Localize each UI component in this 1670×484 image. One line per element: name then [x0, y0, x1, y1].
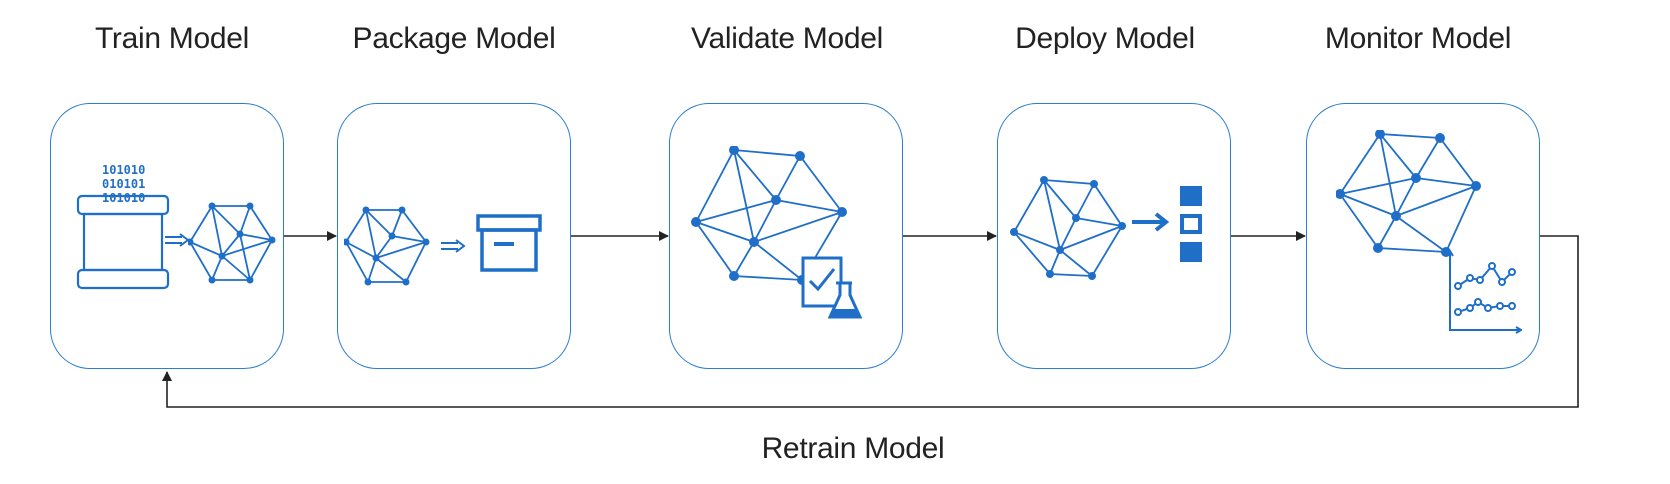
validation-flask-icon — [801, 256, 863, 319]
network-icon — [344, 206, 430, 286]
retrain-loop-arrow — [162, 235, 1579, 408]
stage-title-package: Package Model — [352, 22, 556, 55]
database-icon: 101010 010101 101010 — [76, 163, 170, 290]
retrain-label: Retrain Model — [761, 432, 945, 465]
deploy-arrow-icon — [1132, 212, 1170, 232]
binary-row-3: 101010 — [102, 191, 145, 205]
stage-title-deploy: Deploy Model — [1015, 22, 1195, 55]
network-icon — [1010, 176, 1126, 280]
binary-row-2: 010101 — [102, 177, 145, 191]
package-box-icon — [476, 214, 542, 272]
stage-title-validate: Validate Model — [690, 22, 884, 55]
network-icon — [1336, 130, 1481, 257]
stage-card-validate — [669, 103, 903, 369]
small-arrow-icon — [441, 239, 466, 253]
network-icon — [188, 202, 276, 284]
stage-card-deploy — [997, 103, 1231, 369]
binary-row-1: 101010 — [102, 163, 145, 177]
stage-title-monitor: Monitor Model — [1324, 22, 1512, 55]
monitoring-chart-icon — [1446, 250, 1522, 334]
stage-title-train: Train Model — [95, 22, 249, 55]
stage-card-package — [337, 103, 571, 369]
deployment-blocks-icon — [1180, 186, 1202, 262]
